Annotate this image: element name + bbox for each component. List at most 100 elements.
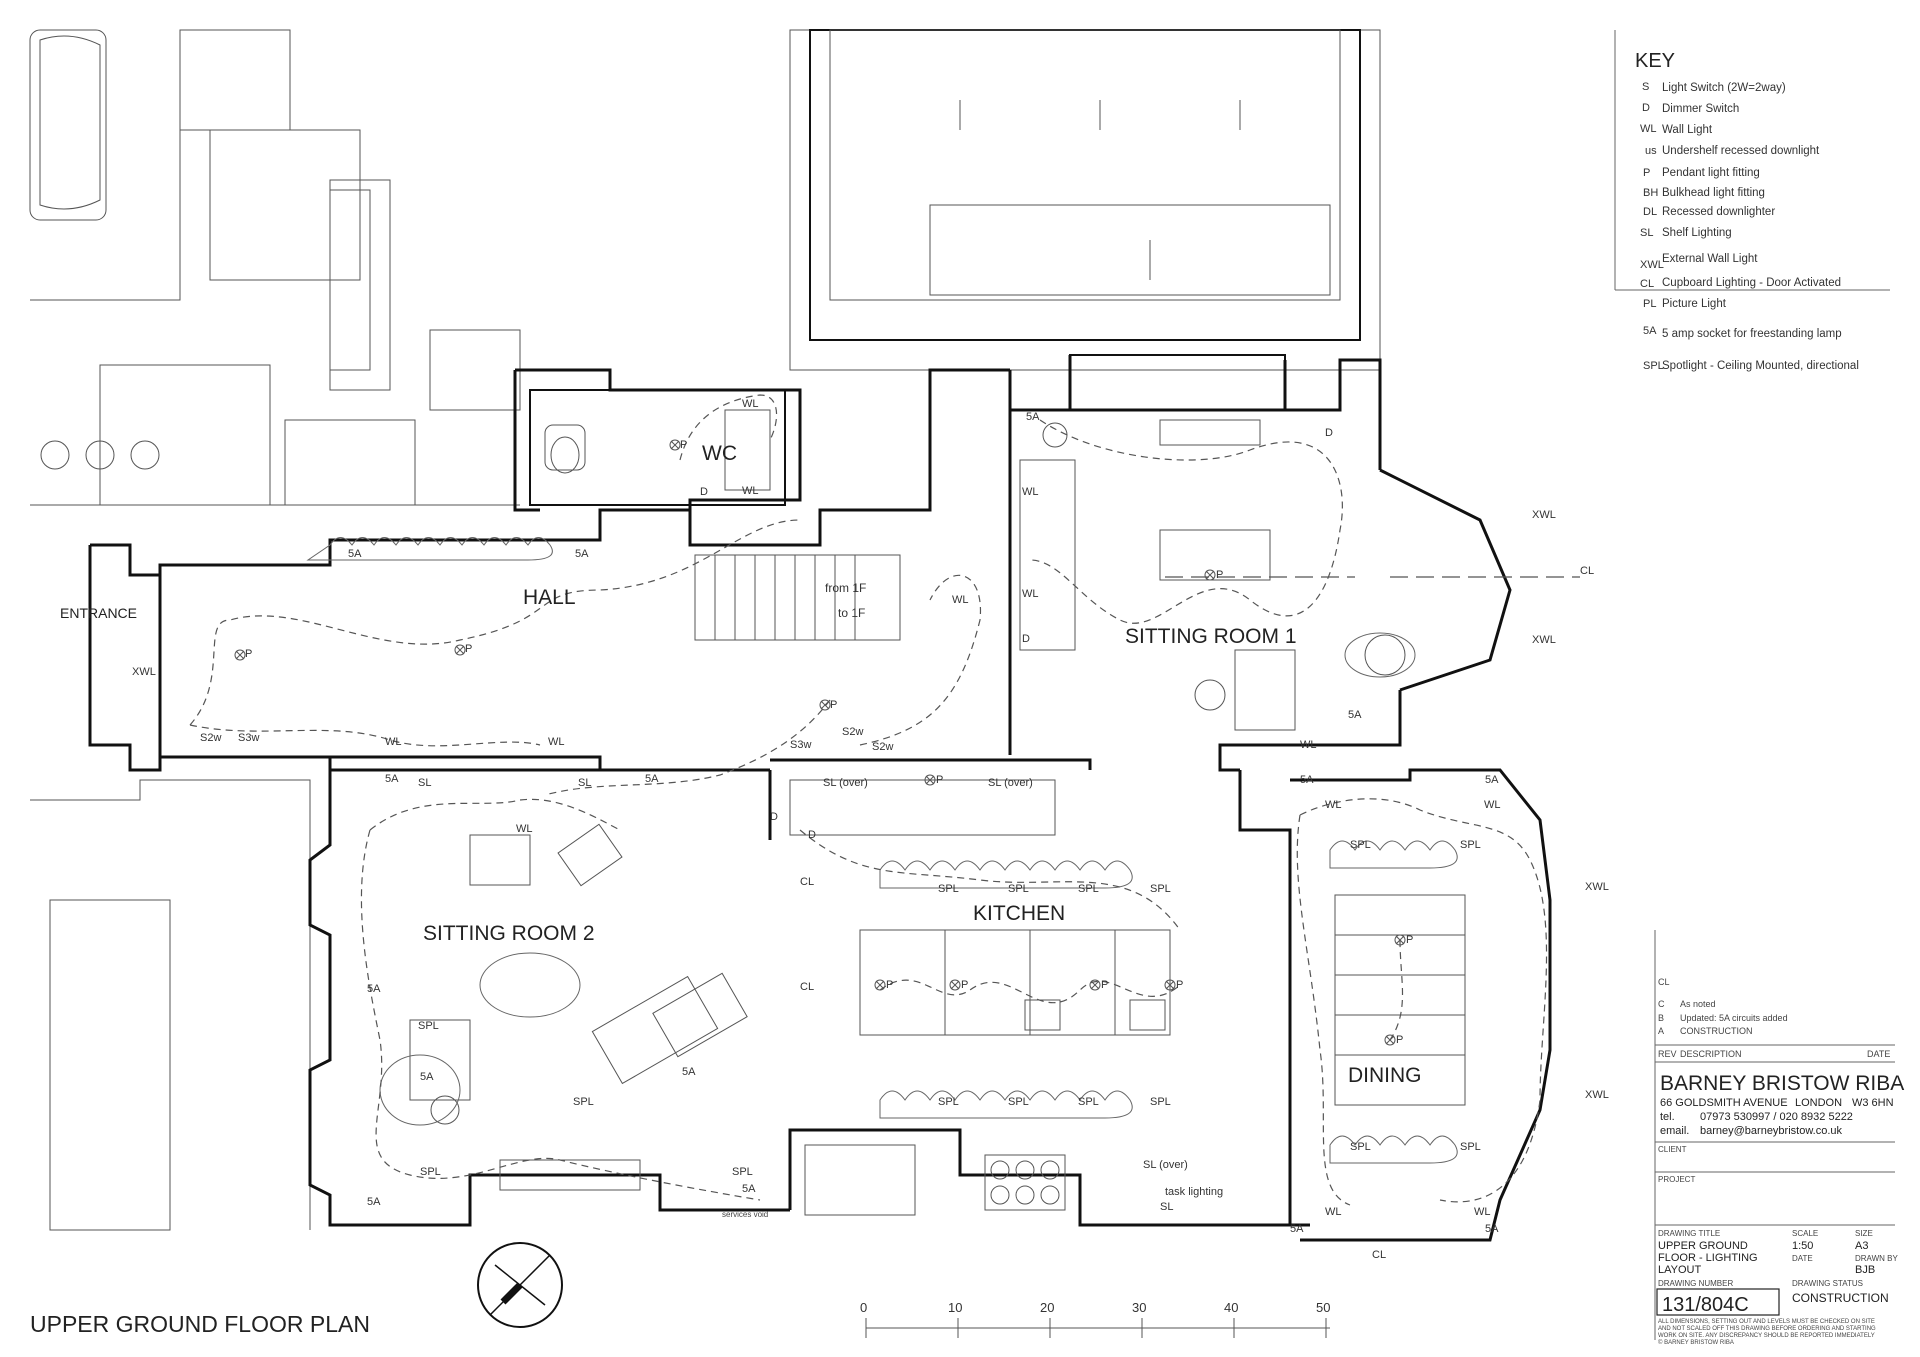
label-wall-light: WL [1300,739,1317,751]
pendant-icon [669,439,681,451]
label-pendant: P [830,699,837,711]
label-shelf: SL [1160,1201,1173,1213]
label-dimmer: D [770,811,778,823]
scale-bar: 0 10 20 30 40 50 [860,1300,1330,1338]
drawn-by-value: BJB [1855,1264,1875,1276]
label-pendant: P [1406,934,1413,946]
label-socket: 5A [1348,709,1362,721]
label-wall-light: WL [385,736,402,748]
key-item-text: Cupboard Lighting - Door Activated [1662,277,1841,289]
label-spotlight: SPL [420,1166,441,1178]
label-shelf-over: SL (over) [1143,1159,1188,1171]
label-cupboard: CL [1372,1249,1386,1261]
key-item-text: 5 amp socket for freestanding lamp [1662,328,1842,340]
pendant-icon [949,979,961,991]
stair-label-to: to 1F [838,606,865,620]
revision-rev: CL [1658,977,1670,987]
label-dimmer: D [1325,427,1333,439]
label-pendant: P [886,979,893,991]
label-wall-light: WL [516,823,533,835]
label-socket: 5A [575,548,589,560]
pendant-icon [1204,569,1216,581]
plan-title: UPPER GROUND FLOOR PLAN [30,1311,370,1337]
size-label: SIZE [1855,1229,1873,1238]
key-item-text: Wall Light [1662,124,1713,136]
label-switch: S3w [790,739,811,751]
drawing-status-label: DRAWING STATUS [1792,1279,1863,1288]
pendant-icon [234,649,246,661]
room-label-sitting-room-1: SITTING ROOM 1 [1125,625,1297,648]
wall-light-icon: WL [1640,123,1657,135]
label-pendant: P [936,774,943,786]
fixtures [409,409,1466,1216]
date-label: DATE [1792,1254,1813,1263]
firm-city: LONDON [1795,1097,1842,1109]
label-socket: 5A [367,1196,381,1208]
label-wall-light: WL [548,736,565,748]
room-label-dining: DINING [1348,1064,1422,1087]
revision-rev: B [1658,1013,1664,1023]
label-socket: 5A [1290,1223,1304,1235]
firm-address: 66 GOLDSMITH AVENUE [1660,1097,1788,1109]
label-wall-light: WL [1325,799,1342,811]
key-item-text: Picture Light [1662,298,1727,310]
label-switch: S2w [842,726,863,738]
label-external-wall-light: XWL [1532,509,1556,521]
label-shelf: SL [418,777,431,789]
label-wall-light: WL [742,398,759,410]
room-label-hall: HALL [523,586,576,609]
label-pendant: P [1216,569,1223,581]
scale-value: 1:50 [1792,1240,1813,1252]
cloud-shapes [306,537,1458,1164]
drawing-status: CONSTRUCTION [1792,1291,1889,1305]
task-lighting-label: task lighting [1165,1186,1223,1198]
label-pendant: P [1101,979,1108,991]
room-label-wc: WC [702,442,737,465]
pendant-icon [924,774,936,786]
scale-tick-label: 40 [1224,1300,1238,1315]
pendant-icon [874,979,886,991]
key-item-text: Spotlight - Ceiling Mounted, directional [1662,360,1859,372]
label-wall-light: WL [1484,799,1501,811]
label-spotlight: SPL [1350,839,1371,851]
label-dimmer: D [1022,633,1030,645]
label-spotlight: SPL [1150,1096,1171,1108]
label-spotlight: SPL [732,1166,753,1178]
scale-tick-label: 30 [1132,1300,1146,1315]
label-spotlight: SPL [1460,839,1481,851]
label-pendant: P [680,439,687,451]
revision-text: As noted [1680,999,1716,1009]
revision-header-description: DESCRIPTION [1680,1049,1742,1059]
key-item-text: Undershelf recessed downlight [1662,145,1820,157]
label-socket: 5A [742,1183,756,1195]
label-socket: 5A [348,548,362,560]
label-spotlight: SPL [418,1020,439,1032]
label-socket: 5A [682,1066,696,1078]
label-pendant: P [1396,1034,1403,1046]
drawing-title-line: UPPER GROUND [1658,1240,1748,1252]
label-socket: 5A [1026,411,1040,423]
label-pendant: P [961,979,968,991]
label-socket: 5A [1485,1223,1499,1235]
label-wall-light: WL [1022,588,1039,600]
room-label-sitting-room-2: SITTING ROOM 2 [423,922,595,945]
revision-header-date: DATE [1867,1049,1890,1059]
label-spotlight: SPL [1150,883,1171,895]
switch-icon: S [1642,81,1649,93]
size-value: A3 [1855,1240,1868,1252]
label-wall-light: WL [1474,1206,1491,1218]
label-switch: S3w [238,732,259,744]
revision-rev: C [1658,999,1665,1009]
label-external-wall-light: XWL [1532,634,1556,646]
bulkhead-icon: BH [1643,187,1658,199]
downlighter-icon: DL [1643,206,1657,218]
rear-rooflight [789,29,1381,371]
label-switch: S2w [200,732,221,744]
label-socket: 5A [1300,774,1314,786]
email-label: email. [1660,1125,1689,1137]
key-item-text: Shelf Lighting [1662,227,1732,239]
label-shelf-over: SL (over) [823,777,868,789]
label-external-wall-light: XWL [1585,1089,1609,1101]
pendant-icon [1164,979,1176,991]
drawn-by-label: DRAWN BY [1855,1254,1898,1263]
